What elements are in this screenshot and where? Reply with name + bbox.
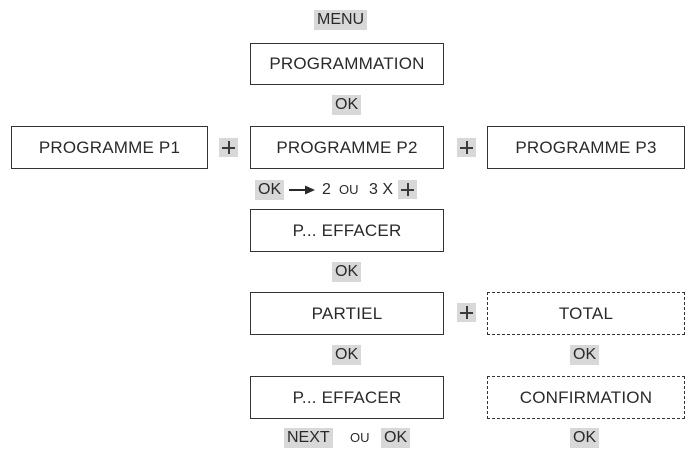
ok-key-7: OK (570, 428, 600, 448)
confirmation-label: CONFIRMATION (519, 387, 653, 407)
count-three-x: 3 X (369, 181, 394, 198)
partiel-label: PARTIEL (311, 303, 383, 323)
ou-label-2: OU (350, 430, 370, 445)
p-effacer-label-1: P... EFFACER (292, 220, 402, 240)
count-two: 2 (322, 181, 331, 198)
plus-icon-partiel-total (457, 303, 476, 322)
total-box: TOTAL (487, 292, 685, 335)
programme-p2-label: PROGRAMME P2 (276, 137, 418, 157)
programme-p1-label: PROGRAMME P1 (38, 137, 181, 157)
ok-key-2: OK (255, 180, 285, 200)
ok-key-6: OK (381, 428, 411, 448)
arrow-right-icon (289, 185, 315, 195)
partiel-box: PARTIEL (250, 292, 444, 335)
programme-p1-box: PROGRAMME P1 (11, 126, 208, 169)
p-effacer-box-1: P... EFFACER (250, 209, 444, 252)
confirmation-box: CONFIRMATION (487, 376, 685, 419)
plus-icon-repeat (398, 180, 417, 199)
plus-icon-p2-p3 (457, 138, 476, 157)
menu-key: MENU (314, 10, 368, 30)
programme-p2-box: PROGRAMME P2 (250, 126, 444, 169)
ok-key-3: OK (332, 262, 362, 282)
total-label: TOTAL (558, 303, 614, 323)
p-effacer-box-2: P... EFFACER (250, 376, 444, 419)
ok-key-4: OK (332, 345, 362, 365)
programme-p3-box: PROGRAMME P3 (487, 126, 685, 169)
ok-key-1: OK (332, 95, 362, 115)
next-key: NEXT (284, 428, 333, 448)
p-effacer-label-2: P... EFFACER (292, 387, 402, 407)
programmation-label: PROGRAMMATION (269, 54, 425, 73)
ok-key-5: OK (570, 345, 600, 365)
programme-p3-label: PROGRAMME P3 (515, 137, 657, 157)
programmation-box: PROGRAMMATION (250, 43, 444, 85)
ou-label-1: OU (339, 182, 359, 197)
plus-icon-p1-p2 (219, 138, 238, 157)
